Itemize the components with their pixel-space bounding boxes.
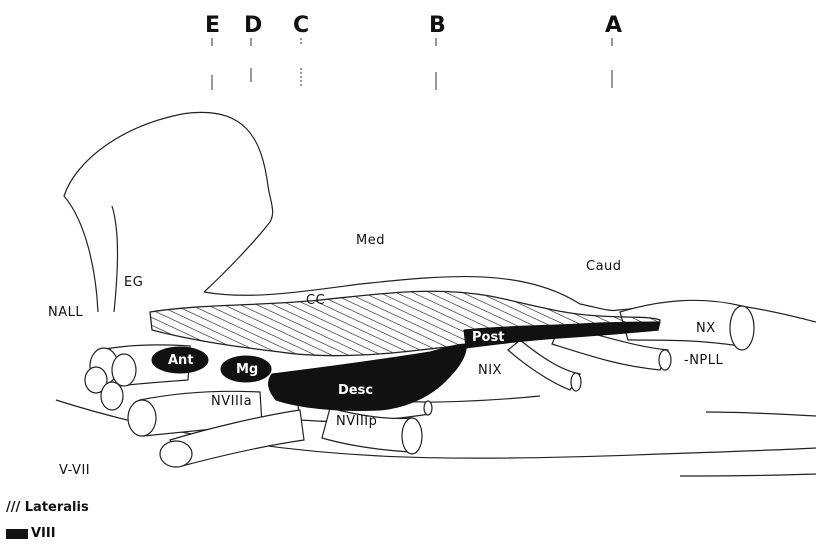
section-markers: E D C B A bbox=[205, 13, 622, 90]
legend-viii: VIII bbox=[6, 526, 56, 541]
section-label-b: B bbox=[429, 13, 446, 38]
legend-viii-label: VIII bbox=[31, 526, 56, 541]
nucleus-label-desc: Desc bbox=[338, 383, 373, 398]
section-label-e: E bbox=[205, 13, 220, 38]
label-nviiia: NVIIIa bbox=[211, 394, 252, 409]
nucleus-label-mg: Mg bbox=[236, 362, 258, 377]
section-label-d: D bbox=[244, 13, 262, 38]
legend-lateralis-label: /// Lateralis bbox=[6, 500, 89, 515]
legend-lateralis: /// Lateralis bbox=[6, 500, 89, 515]
label-nall: NALL bbox=[48, 305, 83, 320]
section-label-a: A bbox=[605, 13, 622, 38]
label-eg: EG bbox=[124, 275, 143, 290]
label-caud: Caud bbox=[586, 259, 622, 274]
label-nix: NIX bbox=[478, 363, 502, 378]
label-nviiip: NVIIIp bbox=[336, 414, 377, 429]
label-vvii: V-VII bbox=[59, 463, 90, 478]
label-nx: NX bbox=[696, 321, 716, 336]
nucleus-label-ant: Ant bbox=[168, 353, 194, 368]
label-cc: CC bbox=[306, 293, 325, 308]
section-label-c: C bbox=[293, 13, 309, 38]
nucleus-label-post: Post bbox=[472, 330, 504, 345]
label-npll: -NPLL bbox=[684, 353, 723, 368]
label-med: Med bbox=[356, 233, 385, 248]
legend-viii-swatch bbox=[6, 529, 28, 539]
